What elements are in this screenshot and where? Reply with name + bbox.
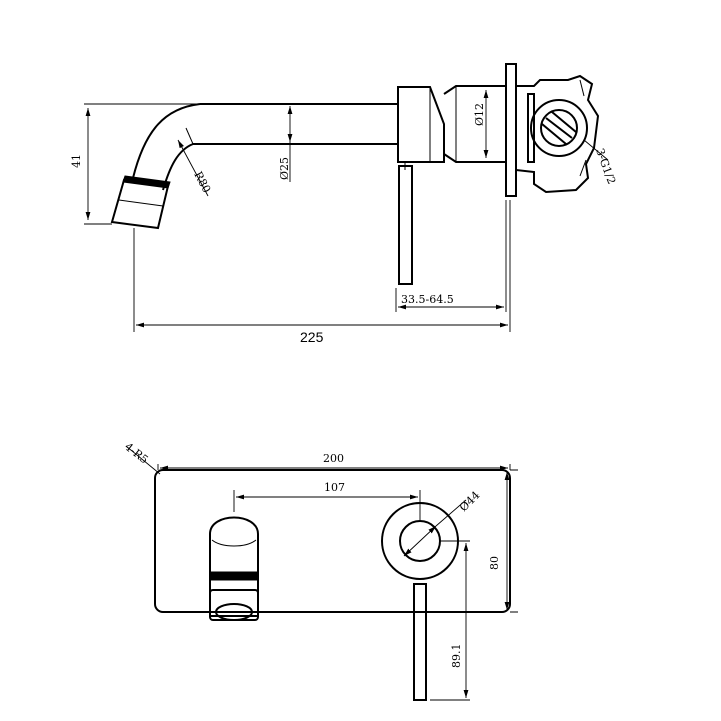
housing-thread [541,111,577,145]
housing-details [579,79,587,177]
dim-d44-leader [435,499,467,527]
spout-front-band [209,571,259,581]
dim-107-label: 107 [324,481,345,494]
dim-d12-label: Ø12 [473,103,486,126]
spout-front [209,516,259,617]
lever-front [413,583,427,701]
dim-thread-label: 3-G1/2 [593,147,618,186]
side-view: 41 R80 Ø25 Ø12 3-G1/2 33.5-64.5 225 [70,63,618,345]
dim-107-extension [233,490,421,520]
housing-ring-inner [540,109,578,147]
nozzle-band [122,175,171,189]
dim-225-extension [133,200,511,332]
dim-80-label: 80 [488,556,501,570]
dim-r80-label: R80 [191,169,213,195]
dim-wall-extension [395,200,507,312]
dim-89-extension [430,540,470,701]
lever-handle [398,165,413,285]
spout-outlet-ring [215,603,253,621]
housing-ring-outer [530,99,588,157]
dim-200-extension [157,464,511,470]
dim-89-label: 89.1 [450,644,463,669]
spout-front-curve [211,539,257,547]
dim-d44-label: Ø44 [457,489,482,514]
dim-thread-leader [583,139,609,161]
dim-d44-line [403,525,437,557]
dim-200-label: 200 [323,452,344,465]
front-view: 4-R5 200 107 Ø44 80 89.1 [122,440,518,701]
valve-body [397,86,445,163]
dim-r80-line [177,139,209,197]
dim-wall-label: 33.5-64.5 [401,293,454,306]
dim-d25-label: Ø25 [278,157,291,180]
dim-80-extension [510,469,518,613]
housing-flange [527,93,535,163]
dim-r5-leader [125,445,161,475]
nozzle-line [118,199,164,207]
spout-outline [132,103,398,191]
dim-41-extension [84,103,200,225]
wall-plate [505,63,517,197]
dim-225-label: 225 [300,329,324,345]
dim-41-label: 41 [70,154,83,168]
spout-inner-bend [185,127,194,145]
